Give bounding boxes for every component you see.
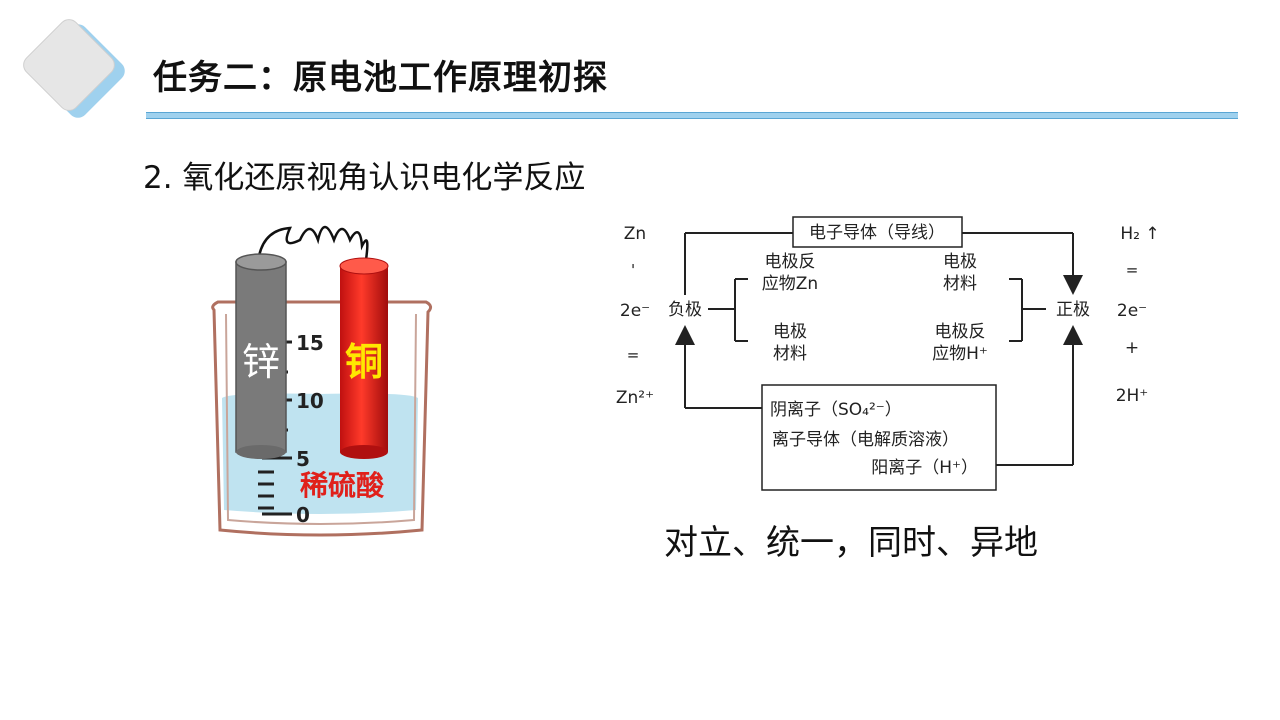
title-decoration xyxy=(23,19,125,118)
zinc-electrode xyxy=(235,253,287,459)
slide-title: 任务二：原电池工作原理初探 xyxy=(153,58,608,98)
beaker-illustration: 15 10 5 0 锌 铜 稀硫酸 xyxy=(211,225,433,537)
neg-reactant-line2: 应物Zn xyxy=(762,274,818,294)
scale-0: 0 xyxy=(296,503,310,527)
section-subtitle: 2. 氧化还原视角认识电化学反应 xyxy=(143,160,586,196)
summary-text: 对立、统一，同时、异地 xyxy=(664,523,1038,563)
left-eq-sep: ' xyxy=(631,261,635,279)
title-underline xyxy=(146,112,1238,119)
electrochemical-diagram: 电子导体（导线） 负极 正极 电极反 应物Zn 电极 材料 电极 材料 电极反 … xyxy=(616,216,1160,491)
wire-box xyxy=(792,216,963,248)
right-eq-h-ion: 2H⁺ xyxy=(1116,386,1149,406)
anion-label: 阴离子（SO₄²⁻） xyxy=(770,400,902,420)
right-eq-electrons: 2e⁻ xyxy=(1117,301,1147,321)
neg-material-line1: 电极 xyxy=(773,322,807,342)
solution-label: 稀硫酸 xyxy=(300,469,385,502)
right-eq-h2: H₂ ↑ xyxy=(1120,224,1159,244)
pos-material-line1: 电极 xyxy=(943,252,977,272)
left-eq-electrons: 2e⁻ xyxy=(620,301,650,321)
beaker-outline xyxy=(211,300,433,537)
positive-electrode: 正极 xyxy=(1056,300,1090,320)
wire-label: 电子导体（导线） xyxy=(809,223,945,243)
right-eq-equals: = xyxy=(1126,261,1139,279)
zinc-label: 锌 xyxy=(242,340,280,384)
connecting-wire xyxy=(256,225,369,263)
scale-10: 10 xyxy=(296,389,324,413)
left-eq-equals: = xyxy=(627,346,640,364)
left-eq-zn-ion: Zn²⁺ xyxy=(616,388,654,408)
left-eq-zn: Zn xyxy=(624,224,646,244)
ion-conductor-label: 离子导体（电解质溶液） xyxy=(772,430,959,450)
scale-5: 5 xyxy=(296,447,310,471)
pos-reactant-line2: 应物H⁺ xyxy=(932,344,988,364)
right-eq-plus: + xyxy=(1125,338,1139,358)
copper-label: 铜 xyxy=(345,340,383,384)
neg-material-line2: 材料 xyxy=(773,344,807,364)
pos-material-line2: 材料 xyxy=(943,274,977,294)
cation-label: 阳离子（H⁺） xyxy=(871,458,978,478)
pos-reactant-line1: 电极反 xyxy=(935,322,986,342)
copper-electrode xyxy=(339,257,389,459)
neg-reactant-line1: 电极反 xyxy=(765,252,816,272)
negative-electrode: 负极 xyxy=(668,300,702,320)
ion-conductor-box xyxy=(761,384,997,491)
scale-15: 15 xyxy=(296,331,324,355)
